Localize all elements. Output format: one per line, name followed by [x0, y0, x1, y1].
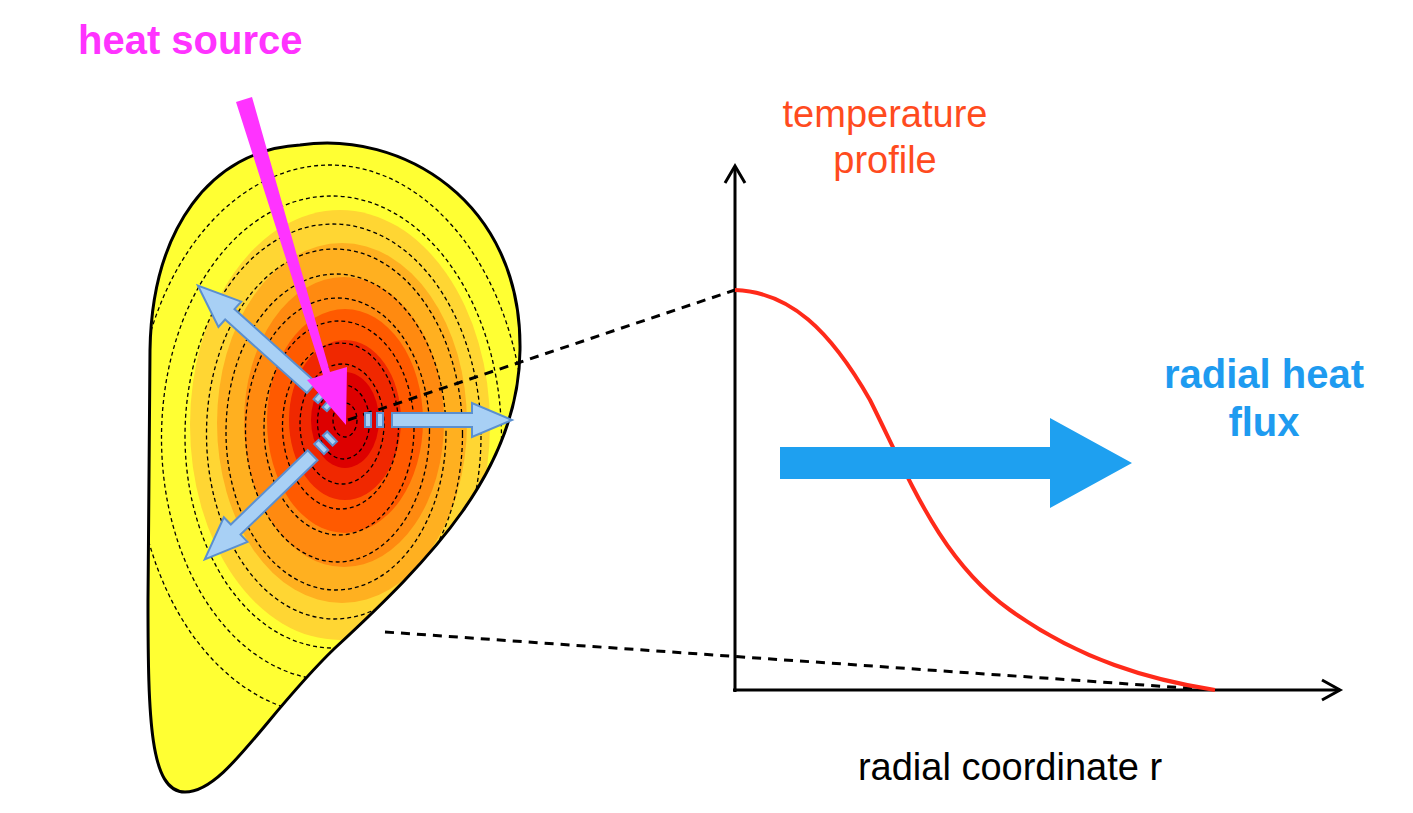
flux-surface: [226, 274, 446, 590]
flux-surface: [185, 224, 481, 648]
axis-label: radial coordinate r: [790, 745, 1230, 791]
plasma-cross-section: [135, 143, 525, 792]
projection-lines: [348, 290, 1215, 690]
heat-source-arrow: [236, 97, 347, 425]
heat-source-label: heat source: [78, 16, 398, 64]
temperature-curve: [735, 290, 1215, 690]
flux-surface: [207, 249, 463, 619]
heat-flux-arrows: [186, 273, 512, 572]
flux-surface: [246, 298, 430, 562]
axis-title: temperature profile: [750, 92, 1020, 183]
big-flux-arrow: [780, 418, 1132, 508]
flux-surface: [162, 196, 502, 680]
flux-surface: [135, 165, 525, 715]
heat-flux-label: radial heat flux: [1123, 350, 1405, 446]
